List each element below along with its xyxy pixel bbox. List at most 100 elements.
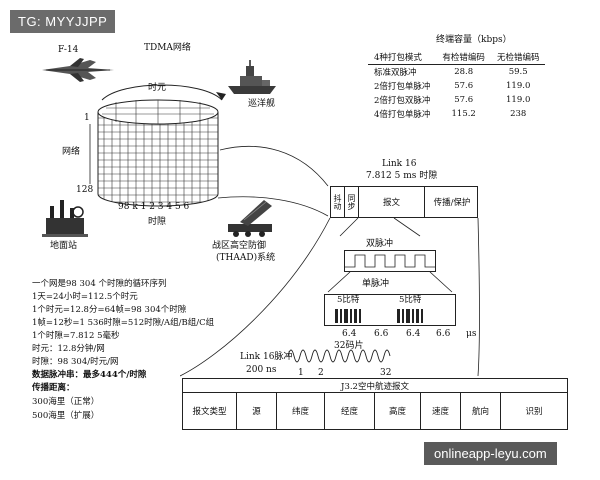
table-cell: 4倍打包单脉冲 [374,110,431,120]
link16-pulse-label: Link 16脉冲 [240,352,293,362]
table-cell: 238 [510,109,527,119]
cylinder-link-lines [217,145,329,217]
expansion-lines [180,217,480,377]
message-field-label: 识别 [525,407,543,417]
message-field: 识别 [501,392,567,430]
message-cell-label: 报文 [382,198,400,208]
watermark-url-badge: onlineapp-leyu.com [424,442,557,465]
duration-unit: μs [466,329,477,339]
note-line: 一个网是98 304 个时隙的循环序列 [32,279,167,289]
capacity-header-cell: 4种打包模式 [368,50,437,65]
thaad-label-line2: (THAAD)系统 [216,253,276,263]
link16-slot-duration: 7.812 5 ms 时隙 [366,171,438,181]
table-row: 4倍打包单脉冲 115.2 238 [368,107,545,121]
table-cell: 57.6 [454,81,474,91]
message-field: 纬度 [277,392,325,430]
table-row: 2倍打包单脉冲 57.6 119.0 [368,79,545,93]
ground-station-label: 地面站 [50,241,78,251]
j32-title-bar: J3.2空中航迹报文 [183,379,567,393]
note-line: 数据脉冲串：最多444个/时隙 [32,370,147,380]
message-field: 高度 [375,392,421,430]
message-field-label: 速度 [431,407,449,417]
chip-number-1: 1 [298,368,304,378]
table-cell: 2倍打包单脉冲 [374,82,431,92]
table-cell: 119.0 [506,81,531,91]
chip-number-2: 2 [318,368,324,378]
note-line: 传播距离： [32,383,75,393]
bits-label-b: 5比特 [399,295,422,305]
time-epoch-label: 时元 [148,83,167,93]
table-row: 标准双脉冲 28.8 59.5 [368,65,545,80]
sync-cell-label: 同步 [347,194,356,210]
message-cell: 报文 [359,187,425,217]
capacity-header-cell: 无检错编码 [490,50,546,65]
capacity-header-cell: 有检错编码 [436,50,491,65]
j32-message-table: J3.2空中航迹报文 报文类型 源 纬度 经度 高度 速度 航向 识别 [182,378,568,430]
thaad-launcher-icon [228,200,272,237]
time-cycle-arrow [101,84,226,101]
single-pulse-box: 5比特 5比特 [324,294,456,326]
duration-2: 6.6 [374,329,389,339]
table-cell: 2倍打包双脉冲 [374,96,431,106]
pulse-bit-stripes [335,309,423,323]
table-cell: 115.2 [451,109,476,119]
slot-numbers: 98 k 1 2 3 4 5 6 [118,202,190,212]
note-line: 500海里（扩展） [32,411,100,421]
single-pulse-lines [327,272,453,293]
table-cell: 57.6 [454,95,474,105]
note-line: 1帧=12秒=1 536时隙=512时隙/A组/B组/C组 [32,318,215,328]
tdma-network-label: TDMA网络 [144,43,191,53]
capacity-table-wrap: 4种打包模式 有检错编码 无检错编码 标准双脉冲 28.8 59.5 2倍打包单… [368,50,546,121]
slot-label: 时隙 [148,217,167,227]
propagation-guard-cell: 传播/保护 [425,187,479,217]
j32-title: J3.2空中航迹报文 [341,381,409,392]
ns-200-label: 200 ns [246,365,277,375]
message-field-label: 航向 [471,407,489,417]
sync-cell: 同步 [345,187,359,217]
link16-slot-box: 抖动 同步 报文 传播/保护 [330,186,478,218]
j32-fields-row: 报文类型 源 纬度 经度 高度 速度 航向 识别 [183,392,567,430]
tdma-grid-cylinder [97,99,219,207]
message-field-label: 报文类型 [192,407,227,417]
row-end-number: 128 [76,185,94,195]
link16-title: Link 16 [382,159,417,169]
double-pulse-waveform [345,254,435,268]
note-line: 1个时元=12.8分=64帧=98 304个时隙 [32,305,187,315]
message-field-label: 高度 [388,407,406,417]
row-start-number: 1 [84,113,90,123]
duration-4: 6.6 [436,329,451,339]
cruiser-ship-icon [228,60,276,94]
cruiser-label: 巡洋舰 [248,99,276,109]
table-cell: 标准双脉冲 [374,68,417,78]
table-cell: 59.5 [508,67,528,77]
chip-number-32: 32 [380,368,392,378]
duration-3: 6.4 [406,329,421,339]
single-pulse-label: 单脉冲 [362,279,390,289]
table-row: 2倍打包双脉冲 57.6 119.0 [368,93,545,107]
propagation-guard-label: 传播/保护 [433,198,471,208]
message-field-label: 源 [252,407,261,417]
note-line: 时隙：98 304/时元/网 [32,357,119,367]
jitter-cell: 抖动 [331,187,345,217]
chip-sine-waveform [287,349,391,363]
note-line: 300海里（正常） [32,397,100,407]
fighter-jet-icon [42,58,114,82]
table-cell: 28.8 [454,67,474,77]
duration-1: 6.4 [342,329,357,339]
message-field-label: 纬度 [291,407,309,417]
message-field: 经度 [325,392,375,430]
thaad-label-line1: 战区高空防御 [212,241,267,251]
chips-label: 32码片 [334,341,364,351]
jitter-cell-label: 抖动 [333,194,342,210]
capacity-table: 4种打包模式 有检错编码 无检错编码 标准双脉冲 28.8 59.5 2倍打包单… [368,50,546,121]
message-field: 航向 [461,392,501,430]
message-field: 报文类型 [183,392,237,430]
note-line: 1天=24小时=112.5个时元 [32,292,138,302]
double-pulse-box [344,250,436,272]
ground-station-icon [42,200,88,237]
network-axis-line [89,124,91,184]
table-cell: 119.0 [506,95,531,105]
network-label: 网络 [62,147,81,157]
bits-label-a: 5比特 [337,295,360,305]
f14-label: F-14 [58,45,79,55]
